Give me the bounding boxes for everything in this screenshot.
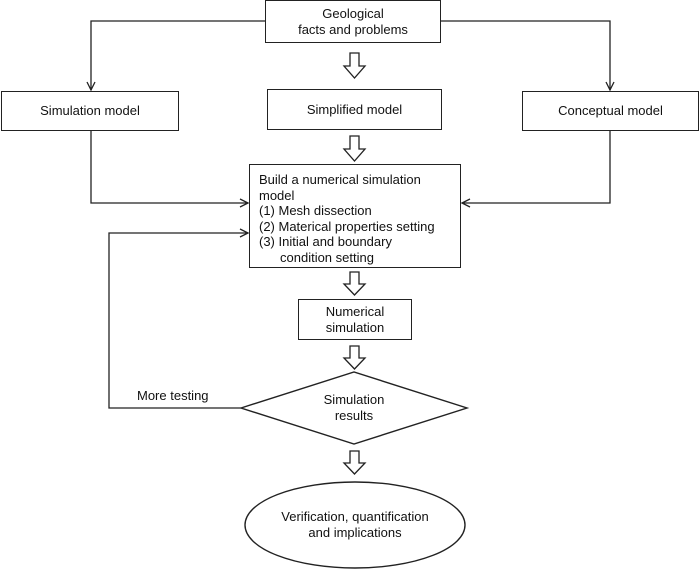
verification-label: Verification, quantification and implica… <box>255 509 455 541</box>
connector-simulation-model-to-build <box>90 131 248 203</box>
build-step-boundary-line2: condition setting <box>280 249 374 265</box>
build-step-material: (2) Materical properties setting <box>259 218 435 234</box>
numerical-simulation-node: Numerical simulation <box>298 299 412 340</box>
verification-ellipse <box>244 481 466 569</box>
conceptual-model-label: Conceptual model <box>558 103 663 118</box>
simulation-results-line1: Simulation <box>323 392 385 407</box>
build-model-title-line1: Build a numerical simulation <box>259 172 421 187</box>
hollow-arrow-simplified-to-build <box>342 135 367 162</box>
hollow-arrow-results-to-verification <box>342 450 367 475</box>
hollow-arrow-numerical-to-results <box>342 345 367 370</box>
more-testing-label: More testing <box>137 388 209 403</box>
hollow-arrow-geological-to-simplified <box>342 52 367 79</box>
simplified-model-label: Simplified model <box>306 101 403 117</box>
geological-facts-line2: facts and problems <box>298 21 408 37</box>
simulation-model-node: Simulation model <box>1 91 179 131</box>
build-step-mesh: (1) Mesh dissection <box>259 203 372 218</box>
hollow-arrow-build-to-numerical <box>342 271 367 296</box>
verification-line2: and implications <box>308 525 402 540</box>
conceptual-model-node: Conceptual model <box>522 91 699 131</box>
connector-geological-to-simulation-model <box>91 20 265 90</box>
numerical-simulation-line1: Numerical <box>325 303 385 319</box>
build-model-title-line2: model <box>259 187 295 203</box>
verification-line1: Verification, quantification <box>281 509 429 524</box>
numerical-simulation-line2: simulation <box>325 319 385 335</box>
simulation-results-line2: results <box>334 408 374 423</box>
results-diamond <box>238 371 470 445</box>
geological-facts-node: Geological facts and problems <box>265 0 441 43</box>
simulation-model-label: Simulation model <box>40 103 140 118</box>
connector-more-testing-loop <box>108 233 248 409</box>
simplified-model-node: Simplified model <box>267 89 442 130</box>
connector-geological-to-conceptual-model <box>441 20 610 90</box>
build-model-node: Build a numerical simulation model (1) M… <box>249 164 461 268</box>
simulation-results-label: Simulation results <box>284 392 424 424</box>
build-step-boundary-line1: (3) Initial and boundary <box>259 234 392 249</box>
geological-facts-line1: Geological <box>322 5 384 21</box>
connector-conceptual-model-to-build <box>462 131 611 203</box>
